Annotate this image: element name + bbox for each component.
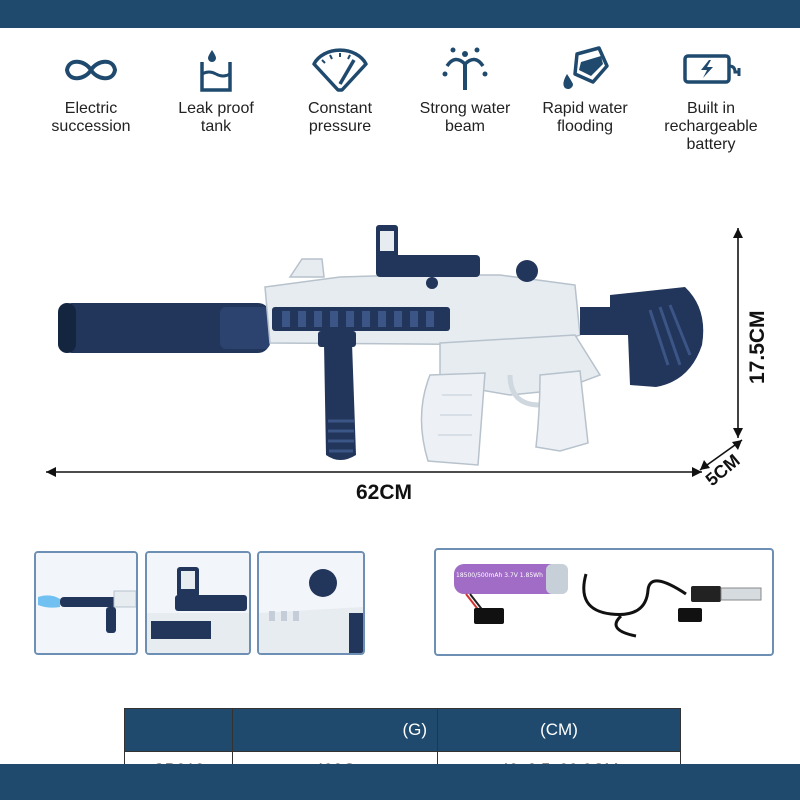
thumbnail-red-dot-sight (145, 551, 251, 655)
header-cell-weight: (G) (232, 708, 438, 752)
bottom-banner (0, 764, 800, 800)
header-cell-size: (CM) (437, 708, 681, 752)
spec-table: (G) (CM) CP012 490G 40x6.5x20.8CM (124, 708, 681, 783)
infinity-icon (64, 59, 118, 81)
dimension-arrows (46, 228, 743, 477)
battery-charging-icon (683, 54, 741, 84)
accessories-panel: 18500/500mAh 3.7V 1.85Wh (434, 548, 774, 656)
height-dimension: 17.5CM (746, 310, 769, 384)
length-dimension: 62CM (356, 481, 413, 504)
spec-table-header: (G) (CM) (124, 708, 681, 752)
pressure-gauge-icon (312, 48, 368, 92)
pouring-water-icon (563, 46, 609, 89)
water-fountain-icon (442, 47, 488, 90)
thumbnail-water-spray (34, 551, 138, 655)
header-cell-model (124, 708, 233, 752)
water-tank-icon (200, 50, 232, 92)
battery-label: 18500/500mAh 3.7V 1.85Wh (456, 572, 543, 579)
thumbnail-charging-handle (257, 551, 365, 655)
water-gun-illustration (58, 225, 704, 466)
top-banner (0, 0, 800, 28)
